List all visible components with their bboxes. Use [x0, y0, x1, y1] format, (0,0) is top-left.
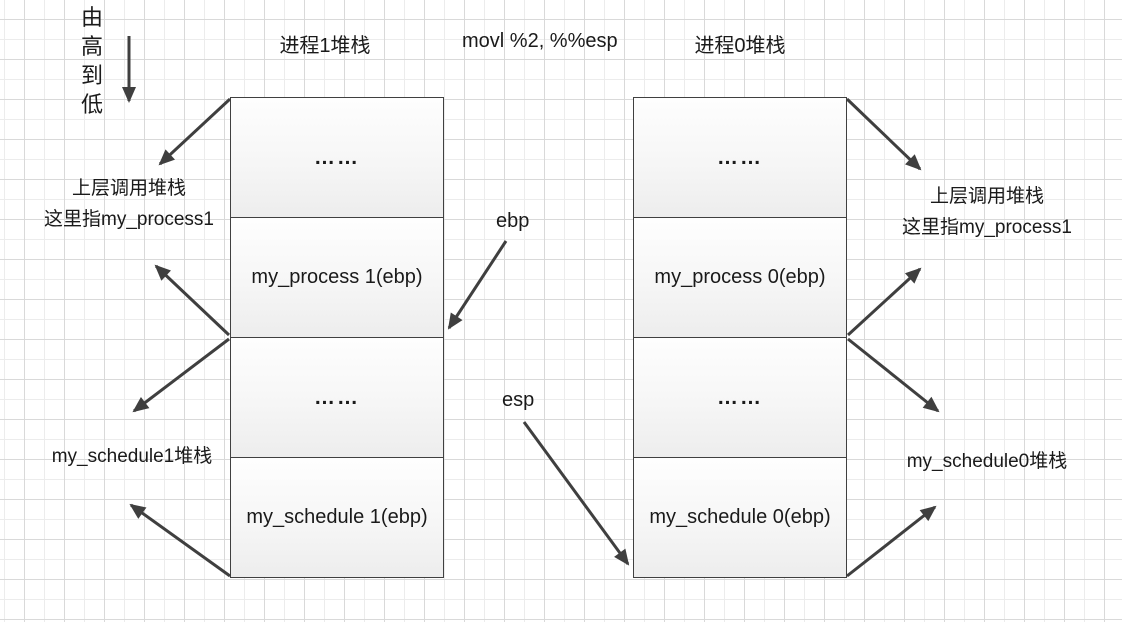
right-caller-label-line1: 上层调用堆栈 [929, 186, 1044, 207]
right-caller-label: 上层调用堆栈 这里指my_process1 [882, 181, 1092, 243]
right-stack-title: 进程0堆栈 [694, 35, 786, 57]
ebp-pointer-arrow [447, 240, 508, 330]
esp-pointer-arrow [522, 421, 630, 566]
right-bottom-arrow [846, 505, 937, 578]
right-top-caller-arrow [845, 97, 922, 171]
process1-stack: …… my_process 1(ebp) …… my_schedule 1(eb… [230, 97, 444, 578]
stack-cell: …… [231, 337, 443, 457]
left-caller-label: 上层调用堆栈 这里指my_process1 [24, 173, 234, 235]
right-mid-up-arrow [846, 267, 922, 337]
stack-cell: my_process 0(ebp) [634, 217, 846, 337]
ebp-label: ebp [496, 210, 530, 232]
esp-label: esp [502, 389, 535, 411]
stack-cell: my_schedule 0(ebp) [634, 457, 846, 577]
stack-cell: …… [231, 98, 443, 217]
right-caller-label-line2: 这里指my_process1 [902, 217, 1072, 238]
instruction-label: movl %2, %%esp [462, 30, 618, 52]
left-caller-label-line2: 这里指my_process1 [44, 209, 214, 230]
direction-label: 由高到低 [80, 5, 103, 117]
stack-cell: …… [634, 337, 846, 457]
left-top-caller-arrow [158, 97, 232, 166]
left-caller-label-line1: 上层调用堆栈 [71, 178, 186, 199]
process0-stack: …… my_process 0(ebp) …… my_schedule 0(eb… [633, 97, 847, 578]
stack-cell: …… [634, 98, 846, 217]
left-stack-title: 进程1堆栈 [279, 35, 371, 57]
right-mid-down-arrow [847, 337, 940, 413]
stack-cell: my_schedule 1(ebp) [231, 457, 443, 577]
stack-cell: my_process 1(ebp) [231, 217, 443, 337]
left-schedule-label: my_schedule1堆栈 [51, 446, 213, 467]
left-mid-up-arrow [154, 264, 231, 337]
left-bottom-arrow [129, 503, 231, 578]
right-schedule-label: my_schedule0堆栈 [906, 451, 1068, 472]
left-mid-down-arrow [132, 337, 230, 413]
